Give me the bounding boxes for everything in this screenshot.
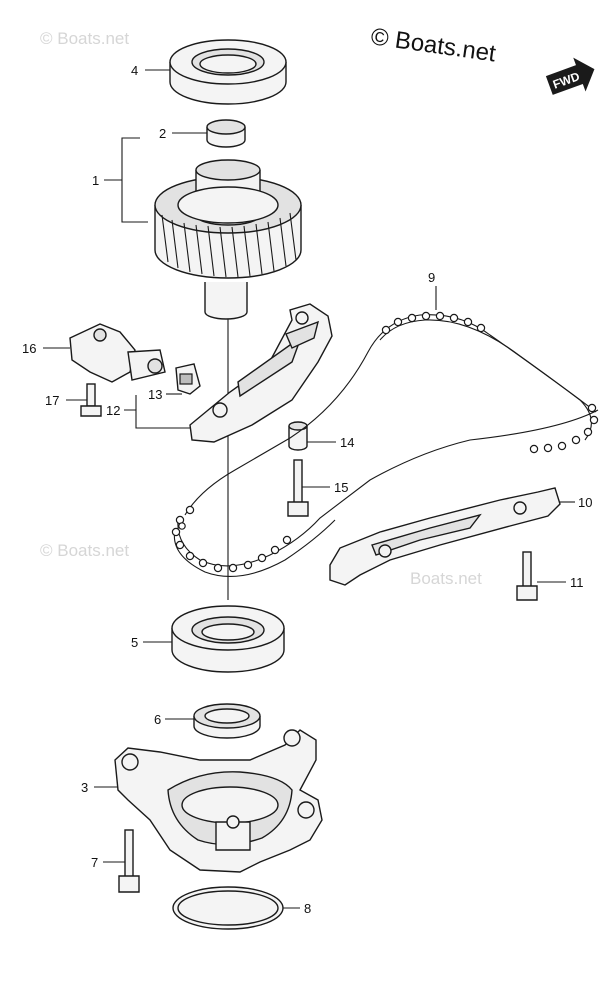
watermark: © Boats.net [40,29,129,48]
tensioner-guide [189,303,333,443]
spacer-collar [288,421,308,451]
bolt-17 [80,383,102,417]
callout-9: 9 [428,270,435,285]
watermark: © Boats.net [40,541,129,560]
copyright-text: © Boats.net [369,23,498,67]
timing-chain [171,311,599,577]
bolt-11 [516,551,538,601]
callout-4: 4 [131,63,138,78]
callout-17: 17 [45,393,59,408]
bearing-lower [171,605,285,673]
callout-5: 5 [131,635,138,650]
callout-7: 7 [91,855,98,870]
watermark: Boats.net [410,569,482,588]
callout-3: 3 [81,780,88,795]
callout-13: 13 [148,387,162,402]
callout-11: 11 [570,575,584,590]
gear-teeth [161,212,297,278]
oil-seal [193,703,261,739]
callout-1: 1 [92,173,99,188]
bushing [206,119,246,148]
callout-16: 16 [22,341,36,356]
forward-direction-arrow: FWD [545,57,595,95]
bolt-7 [118,829,140,893]
bearing-upper [169,39,287,105]
callout-2: 2 [159,126,166,141]
callout-14: 14 [340,435,354,450]
callout-12: 12 [106,403,120,418]
leader-lines [43,69,575,909]
callout-6: 6 [154,712,161,727]
bolt-15 [287,459,309,517]
tensioner-clip [175,363,201,395]
callout-15: 15 [334,480,348,495]
chain-guide [329,487,561,586]
chain-tensioner [69,323,166,383]
helical-gear [154,159,302,320]
o-ring [172,886,284,930]
chain-links [171,311,599,573]
bearing-housing [114,729,323,873]
callout-10: 10 [578,495,592,510]
callout-8: 8 [304,901,311,916]
